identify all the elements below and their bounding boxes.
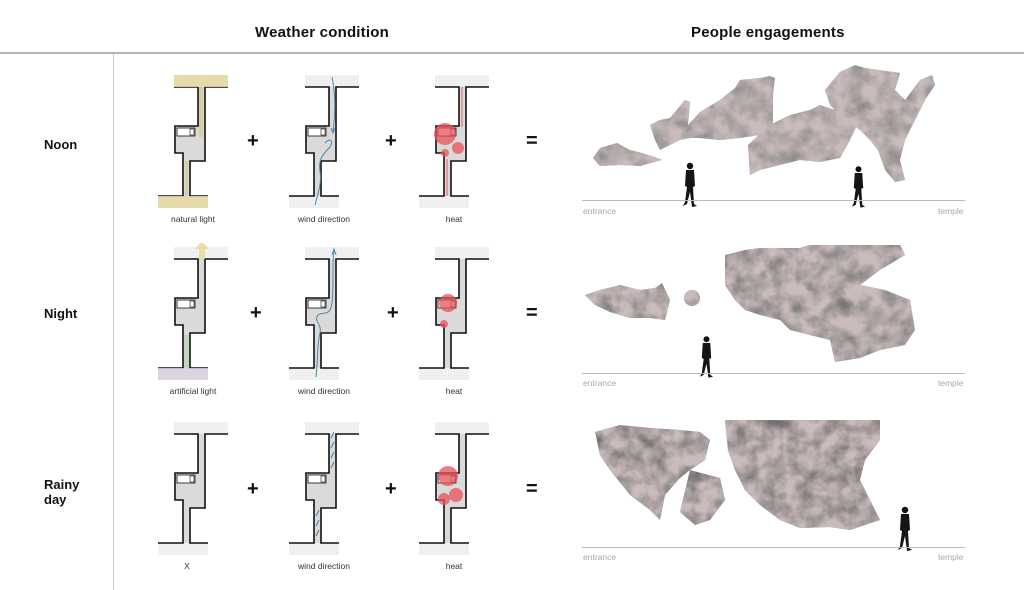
- entrance-label: entrance: [583, 206, 617, 216]
- person-silhouette: [898, 506, 912, 551]
- temple-label: temple: [938, 206, 964, 216]
- temple-label: temple: [938, 378, 964, 388]
- equals-sign: =: [526, 478, 538, 500]
- entrance-label: entrance: [583, 552, 617, 562]
- collage-noon: [593, 65, 935, 182]
- row-label-noon: Noon: [44, 137, 78, 152]
- plan-label: artificial light: [169, 386, 217, 396]
- column-divider: [113, 54, 114, 590]
- plan-label: natural light: [171, 214, 215, 224]
- plus-sign: +: [385, 478, 397, 500]
- plan-label: wind direction: [298, 561, 350, 571]
- plan-label: wind direction: [298, 386, 350, 396]
- plan-label: wind direction: [298, 214, 350, 224]
- entrance-label: entrance: [583, 378, 617, 388]
- wind-direction-plan: [288, 71, 360, 211]
- collage-night: [585, 245, 915, 362]
- heat-plan: [418, 243, 490, 383]
- natural-light-plan: [157, 71, 229, 211]
- plan-label: heat: [445, 561, 463, 571]
- plus-sign: +: [385, 130, 397, 152]
- artificial-light-plan: [157, 243, 229, 383]
- heat-plan: [418, 418, 490, 558]
- plan-label: heat: [445, 386, 463, 396]
- plan-label: heat: [445, 214, 463, 224]
- wind-direction-plan: [288, 243, 360, 383]
- plan-label: X: [184, 561, 190, 571]
- person-silhouette: [851, 166, 866, 208]
- weather-condition-heading: Weather condition: [255, 24, 389, 41]
- ground-line: [582, 547, 965, 548]
- person-silhouette: [699, 336, 714, 378]
- plus-sign: +: [247, 130, 259, 152]
- plus-sign: +: [387, 302, 399, 324]
- x-plan: [157, 418, 229, 558]
- temple-label: temple: [938, 552, 964, 562]
- plus-sign: +: [247, 478, 259, 500]
- equals-sign: =: [526, 130, 538, 152]
- row-label-rainy-day: Rainy day: [44, 477, 80, 507]
- header-divider: [0, 52, 1024, 54]
- people-engagements-heading: People engagements: [691, 24, 845, 41]
- equals-sign: =: [526, 302, 538, 324]
- ground-line: [582, 373, 965, 374]
- wind-direction-plan: [288, 418, 360, 558]
- collage-rainy: [595, 420, 880, 530]
- plus-sign: +: [250, 302, 262, 324]
- row-label-night: Night: [44, 306, 78, 321]
- ground-line: [582, 200, 965, 201]
- heat-plan: [418, 71, 490, 211]
